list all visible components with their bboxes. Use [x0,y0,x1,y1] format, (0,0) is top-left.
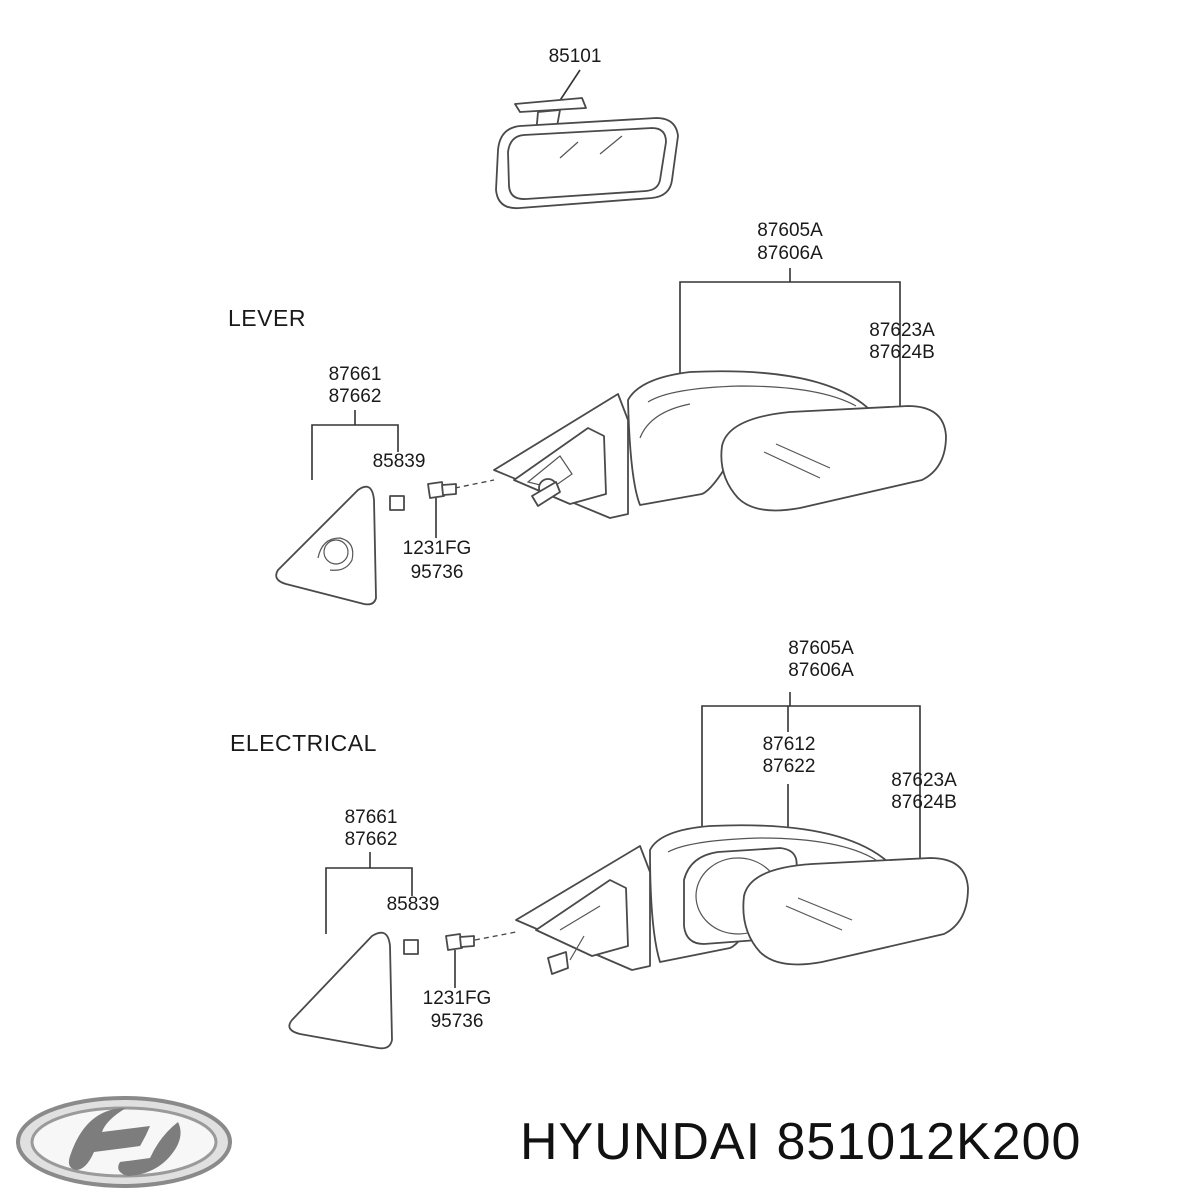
label-lever-cover-1: 87661 [328,364,382,385]
label-electrical-glass-1: 87623A [891,770,957,791]
label-electrical-clip: 85839 [386,894,440,915]
section-title-electrical: ELECTRICAL [230,730,377,756]
label-electrical-glass-2: 87624B [891,792,957,813]
label-lever-cover-2: 87662 [328,386,382,407]
label-85101: 85101 [548,46,602,67]
part-number: 851012K200 [776,1113,1082,1171]
section-title-lever: LEVER [228,305,306,331]
label-electrical-housing-1: 87605A [788,638,854,659]
label-electrical-actuator-1: 87612 [762,734,816,755]
label-lever-housing-1: 87605A [757,220,823,241]
label-electrical-cover-2: 87662 [344,829,398,850]
label-lever-glass-1: 87623A [869,320,935,341]
label-lever-clip: 85839 [372,451,426,472]
footer-caption: HYUNDAI 851012K200 [520,1112,1081,1172]
label-lever-screw-1: 1231FG [402,538,472,559]
label-electrical-actuator-2: 87622 [762,756,816,777]
electrical-mirror-assembly [288,692,969,1050]
brand-name: HYUNDAI [520,1113,762,1171]
label-electrical-screw-1: 1231FG [422,988,492,1009]
label-electrical-screw-2: 95736 [430,1011,484,1032]
label-lever-screw-2: 95736 [410,562,464,583]
rear-view-mirror [495,69,679,210]
hyundai-logo [16,1096,232,1188]
label-lever-housing-2: 87606A [757,243,823,264]
label-electrical-housing-2: 87606A [788,660,854,681]
label-lever-glass-2: 87624B [869,342,935,363]
lever-mirror-assembly [275,268,947,606]
label-electrical-cover-1: 87661 [344,807,398,828]
